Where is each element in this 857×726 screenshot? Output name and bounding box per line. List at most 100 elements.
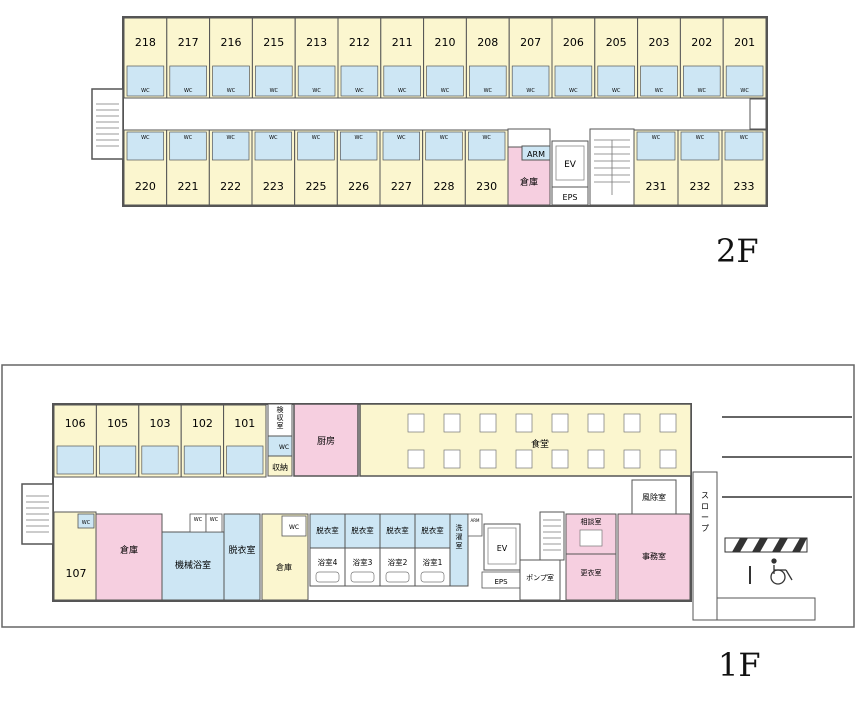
1f-slope-label: スロープ bbox=[701, 491, 709, 533]
2f-room-number: 221 bbox=[178, 180, 199, 193]
1f-room-102: 102 bbox=[180, 404, 225, 478]
1f-arm-room bbox=[467, 513, 483, 537]
2f-room-wc-label: WC bbox=[270, 88, 279, 94]
1f-room-number: 103 bbox=[150, 417, 171, 430]
2f-arm-label: ARM bbox=[527, 150, 545, 159]
1f-locker-label: 更衣室 bbox=[581, 568, 602, 577]
2f-top-rooms: WC218WC217WC216WC215WC213WC212WC211WC210… bbox=[123, 17, 767, 99]
1f-ev-car bbox=[487, 527, 517, 565]
floor-plan-1f-label: 1F bbox=[718, 646, 761, 684]
1f-inspection-label: 検収室 bbox=[277, 405, 284, 430]
2f-room-number: 216 bbox=[221, 36, 242, 49]
1f-room-105: 105 bbox=[95, 404, 140, 478]
2f-stair-left bbox=[91, 88, 124, 160]
1f-guest-rooms: 106 105 103 102 101 bbox=[53, 404, 267, 478]
1f-undress-main-label: 脱衣室 bbox=[228, 544, 255, 556]
dining-table bbox=[479, 413, 497, 433]
1f-stair-core-treads bbox=[543, 519, 561, 551]
1f-wc-b bbox=[205, 513, 223, 533]
1f-room-106: 106 bbox=[53, 404, 97, 478]
2f-stair-core-treads bbox=[594, 139, 630, 195]
2f-room-202: WC 202 bbox=[679, 17, 724, 99]
dining-table bbox=[623, 449, 641, 469]
2f-room-wc-label: WC bbox=[482, 135, 491, 141]
2f-room-wc-label: WC bbox=[612, 88, 621, 94]
2f-room-number: 228 bbox=[434, 180, 455, 193]
2f-room-number: 217 bbox=[178, 36, 199, 49]
1f-pump-label: ポンプ室 bbox=[526, 573, 554, 582]
2f-room-number: 231 bbox=[646, 180, 667, 193]
1f-room-number: 101 bbox=[234, 417, 255, 430]
2f-room-wc-label: WC bbox=[526, 88, 535, 94]
2f-room-number: 202 bbox=[691, 36, 712, 49]
2f-room-wc-label: WC bbox=[698, 88, 707, 94]
2f-room-number: 225 bbox=[306, 180, 327, 193]
1f-room-107-wc bbox=[77, 513, 95, 529]
2f-room-number: 230 bbox=[476, 180, 497, 193]
2f-room-wc-label: WC bbox=[569, 88, 578, 94]
2f-room-wc-label: WC bbox=[740, 135, 749, 141]
2f-room-wc-label: WC bbox=[652, 135, 661, 141]
2f-room-number: 227 bbox=[391, 180, 412, 193]
2f-room-wc-label: WC bbox=[227, 88, 236, 94]
1f-wc-b-label: WC bbox=[210, 517, 219, 523]
1f-storage-room bbox=[95, 513, 163, 601]
floor-2f: WC218WC217WC216WC215WC213WC212WC211WC210… bbox=[91, 16, 768, 207]
dining-table bbox=[515, 413, 533, 433]
2f-eps-room bbox=[551, 186, 589, 206]
undress-room-label: 脱衣室 bbox=[351, 525, 374, 535]
2f-utility-box bbox=[507, 128, 551, 148]
2f-room-wc-label: WC bbox=[398, 88, 407, 94]
undress-room-label: 脱衣室 bbox=[386, 525, 409, 535]
2f-room-number: 206 bbox=[563, 36, 584, 49]
2f-right-service bbox=[749, 98, 767, 130]
dining-table bbox=[443, 413, 461, 433]
2f-room-226: WC 226 bbox=[336, 129, 381, 206]
2f-room-number: 232 bbox=[690, 180, 711, 193]
2f-room-216: WC 216 bbox=[209, 17, 253, 99]
1f-small-wc-label: WC bbox=[279, 444, 289, 451]
1f-storage-label: 倉庫 bbox=[120, 544, 138, 556]
2f-room-number: 226 bbox=[348, 180, 369, 193]
2f-room-number: 212 bbox=[349, 36, 370, 49]
2f-room-number: 207 bbox=[520, 36, 541, 49]
1f-consult-room bbox=[565, 513, 617, 555]
dining-table bbox=[623, 413, 641, 433]
2f-corridor bbox=[124, 99, 766, 129]
2f-room-206: WC 206 bbox=[551, 17, 596, 99]
1f-eps-label: EPS bbox=[494, 578, 508, 586]
2f-room-wc-label: WC bbox=[440, 135, 449, 141]
bathtub-icon bbox=[420, 571, 445, 583]
1f-office-label: 事務室 bbox=[642, 551, 666, 561]
dining-table bbox=[587, 449, 605, 469]
2f-room-number: 222 bbox=[220, 180, 241, 193]
2f-ev-label: EV bbox=[564, 160, 577, 170]
2f-room-number: 211 bbox=[392, 36, 413, 49]
1f-room-107-number: 107 bbox=[66, 567, 87, 580]
1f-storage2-label: 倉庫 bbox=[276, 562, 292, 572]
2f-room-207: WC 207 bbox=[508, 17, 553, 99]
1f-stair-core bbox=[539, 511, 565, 561]
dining-table bbox=[443, 449, 461, 469]
1f-accessible-stripes bbox=[724, 537, 808, 553]
dining-table bbox=[551, 413, 569, 433]
2f-room-number: 215 bbox=[263, 36, 284, 49]
wheelchair-icon bbox=[770, 558, 793, 585]
2f-room-wc-label: WC bbox=[312, 88, 321, 94]
1f-room-number: 105 bbox=[107, 417, 128, 430]
1f-laundry bbox=[449, 513, 469, 587]
2f-room-wc-label: WC bbox=[354, 135, 363, 141]
2f-room-wc-label: WC bbox=[269, 135, 278, 141]
2f-eps-label: EPS bbox=[563, 193, 578, 202]
1f-wind-room-label: 風除室 bbox=[642, 492, 666, 502]
1f-room-101: 101 bbox=[223, 404, 267, 478]
1f-consult-label: 相談室 bbox=[581, 517, 602, 526]
